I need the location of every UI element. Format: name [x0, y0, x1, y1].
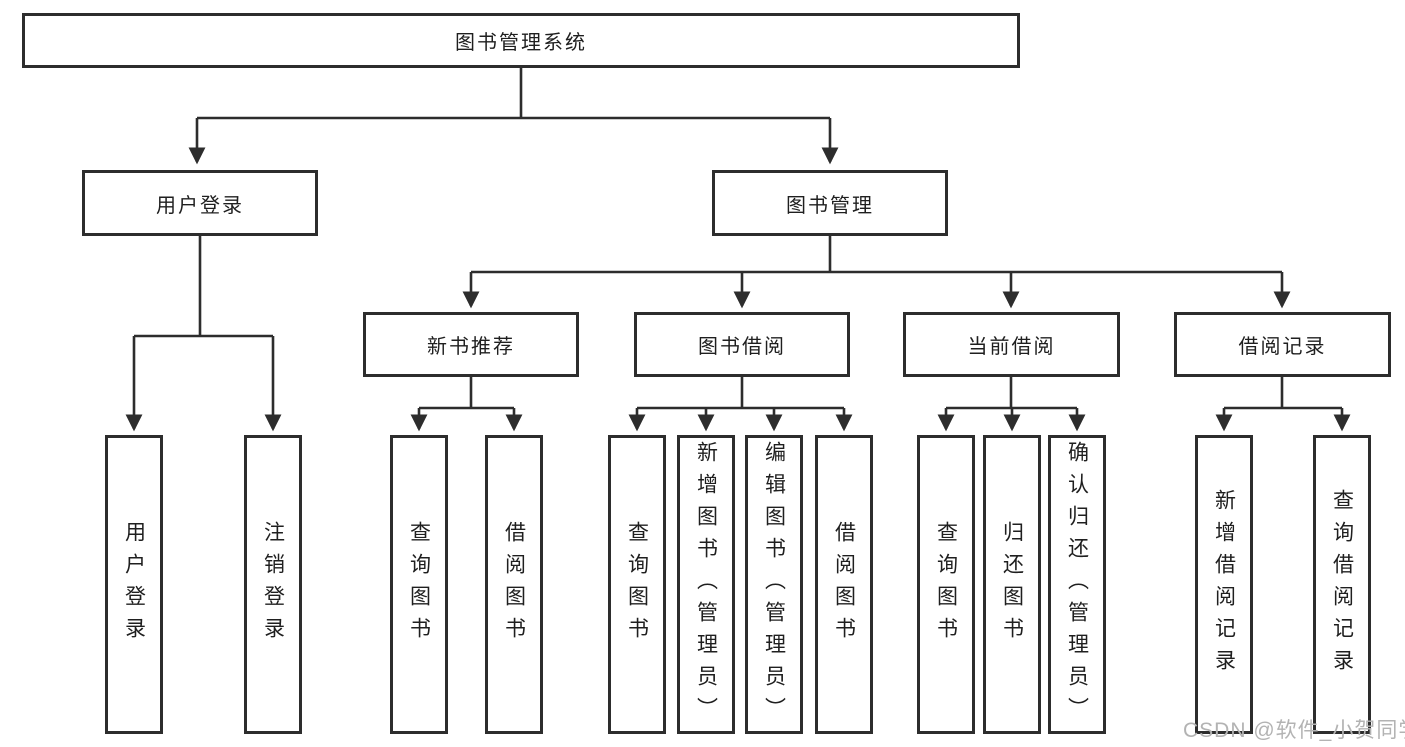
node-label: 新增图书（管理员） — [694, 440, 718, 729]
node-leaf-add-borrow-record: 新增借阅记录 — [1195, 435, 1253, 734]
node-borrow-records: 借阅记录 — [1174, 312, 1391, 377]
node-new-book-recommendation: 新书推荐 — [363, 312, 579, 377]
node-label: 新增借阅记录 — [1212, 488, 1236, 681]
node-label: 图书借阅 — [698, 336, 786, 358]
node-label: 用户登录 — [122, 520, 146, 649]
node-label: 借阅图书 — [502, 520, 526, 649]
node-label: 借阅记录 — [1238, 336, 1327, 358]
node-label: 查询图书 — [625, 520, 649, 649]
node-label: 借阅图书 — [832, 520, 856, 649]
node-leaf-query-books-recommend: 查询图书 — [390, 435, 448, 734]
node-user-login-module: 用户登录 — [82, 170, 318, 236]
node-leaf-return-books: 归还图书 — [983, 435, 1041, 734]
node-label: 归还图书 — [1000, 520, 1024, 649]
node-leaf-logout: 注销登录 — [244, 435, 302, 734]
node-label: 编辑图书（管理员） — [762, 440, 786, 729]
node-leaf-confirm-return-admin: 确认归还（管理员） — [1048, 435, 1106, 734]
node-leaf-query-borrow-record: 查询借阅记录 — [1313, 435, 1371, 734]
node-label: 查询图书 — [934, 520, 958, 649]
node-leaf-borrow-books: 借阅图书 — [815, 435, 873, 734]
node-book-management-module: 图书管理 — [712, 170, 948, 236]
node-current-borrowing: 当前借阅 — [903, 312, 1120, 377]
node-label: 查询图书 — [407, 520, 431, 649]
csdn-watermark: CSDN @软件_小贺同学 — [1183, 719, 1405, 742]
node-leaf-edit-books-admin: 编辑图书（管理员） — [745, 435, 803, 734]
node-label: 当前借阅 — [967, 336, 1056, 358]
node-book-borrowing: 图书借阅 — [634, 312, 850, 377]
node-leaf-borrow-books-recommend: 借阅图书 — [485, 435, 543, 734]
node-leaf-query-books-borrowing: 查询图书 — [608, 435, 666, 734]
node-leaf-query-books-current: 查询图书 — [917, 435, 975, 734]
node-leaf-add-books-admin: 新增图书（管理员） — [677, 435, 735, 734]
node-leaf-user-login: 用户登录 — [105, 435, 163, 734]
node-label: 查询借阅记录 — [1330, 488, 1354, 681]
node-root-library-management-system: 图书管理系统 — [22, 13, 1020, 68]
node-label: 用户登录 — [156, 194, 244, 217]
node-root-label: 图书管理系统 — [455, 32, 587, 54]
node-label: 图书管理 — [786, 194, 874, 217]
node-label: 新书推荐 — [427, 336, 515, 358]
node-label: 注销登录 — [261, 520, 285, 649]
node-label: 确认归还（管理员） — [1065, 440, 1089, 729]
